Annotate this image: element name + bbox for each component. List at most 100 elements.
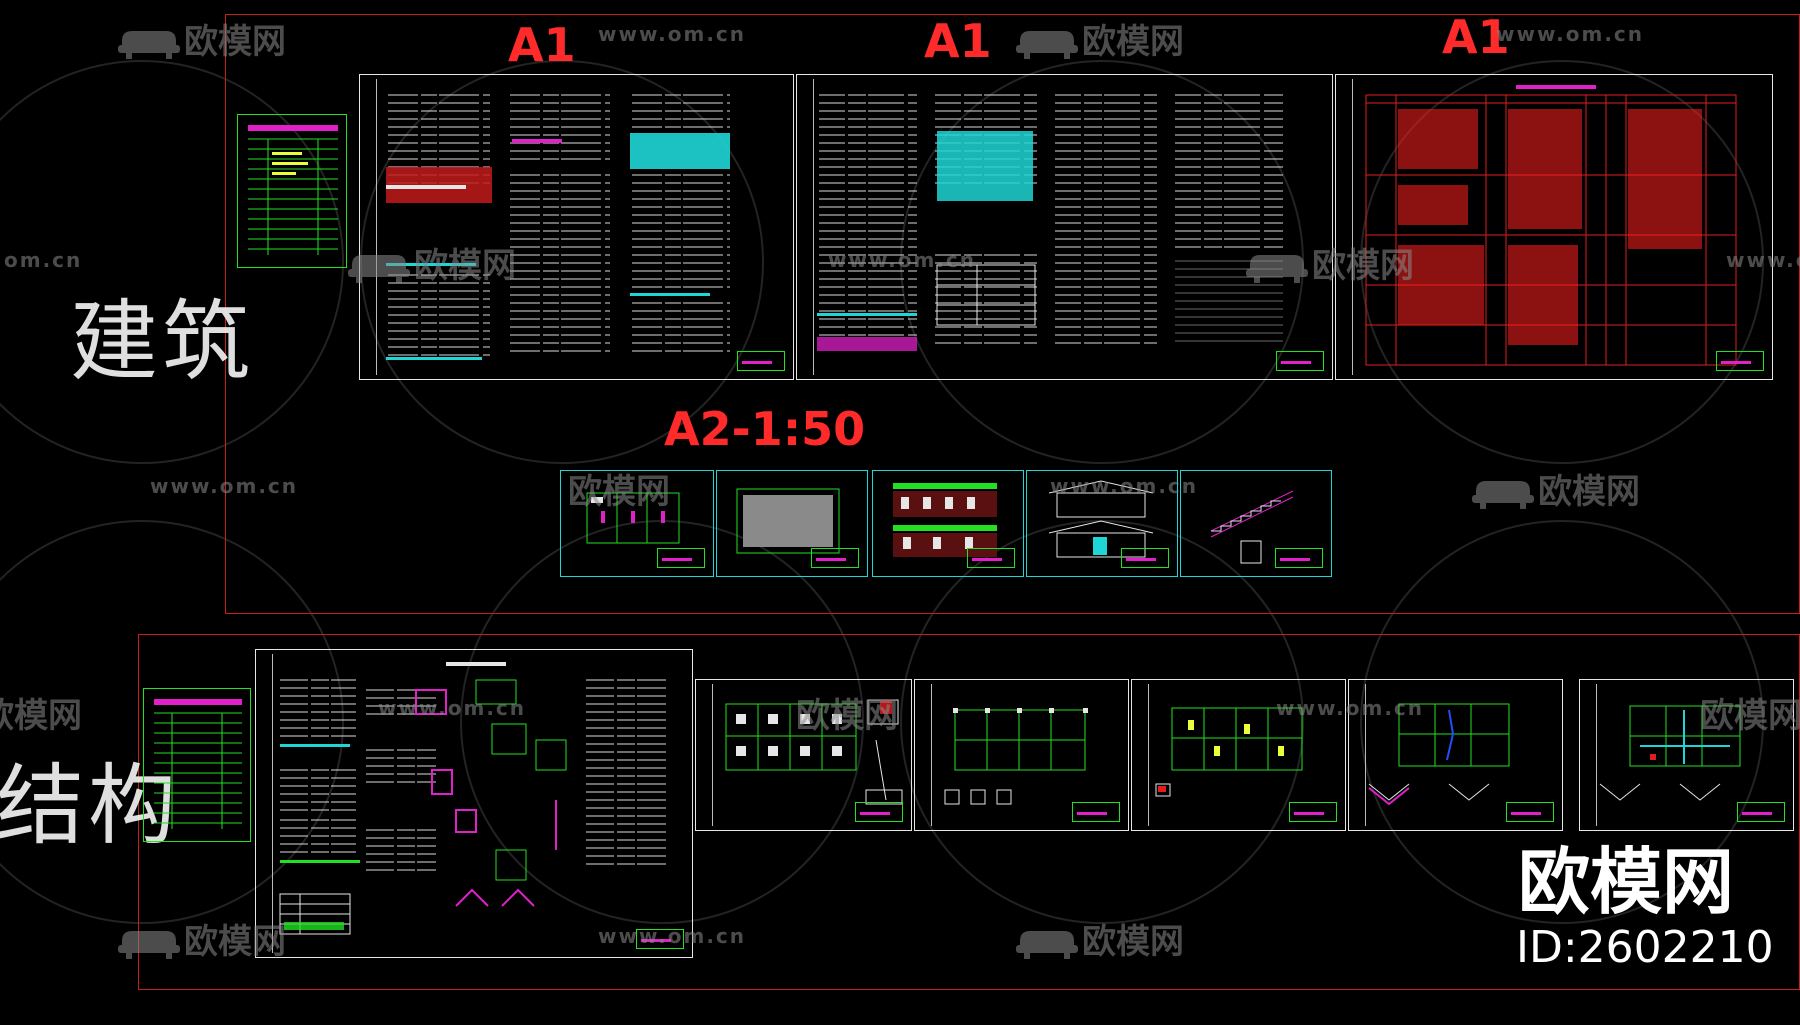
sheet-margin-strip bbox=[1584, 684, 1597, 826]
drawing-index-table-icon bbox=[248, 125, 338, 255]
sheet-title-block bbox=[855, 802, 903, 822]
sheet-margin-strip bbox=[801, 79, 814, 375]
watermark-logo-text: 欧模网 bbox=[796, 696, 898, 736]
sheet-title-block bbox=[657, 548, 705, 568]
watermark-logo-text: 欧模网 bbox=[184, 922, 286, 962]
roof-plan-graphic bbox=[736, 488, 840, 554]
watermark-url: www.om.cn bbox=[1050, 474, 1199, 498]
watermark-url: www.om.cn bbox=[1276, 696, 1425, 720]
watermark-logo: 欧模网 bbox=[1700, 688, 1800, 737]
watermark-logo-fragment: 欧模网 bbox=[0, 696, 82, 736]
sheet-title-block bbox=[1121, 548, 1169, 568]
foundation-plan-graphic bbox=[725, 699, 903, 805]
sofa-icon bbox=[1472, 480, 1534, 509]
watermark-url-fragment: www.om.cn bbox=[1726, 248, 1800, 272]
watermark-circle bbox=[1360, 520, 1764, 924]
sheet-margin-strip bbox=[919, 684, 932, 826]
column-plan-graphic bbox=[944, 708, 1088, 805]
sofa-icon bbox=[1016, 30, 1078, 59]
elevations-sheet[interactable] bbox=[872, 470, 1024, 577]
sheet-title-block bbox=[1506, 802, 1554, 822]
watermark-logo-text: 欧模网 bbox=[414, 246, 516, 286]
column-plan-sheet[interactable] bbox=[914, 679, 1129, 831]
design-notes-sheet-2[interactable] bbox=[796, 74, 1333, 380]
watermark-logo: 欧模网 bbox=[1016, 14, 1184, 63]
watermark-logo: 欧模网 bbox=[1016, 914, 1184, 963]
watermark-logo-text: 欧模网 bbox=[1700, 696, 1800, 736]
watermark-logo-text: 欧模网 bbox=[1312, 246, 1414, 286]
beam-plan-graphic bbox=[1155, 707, 1303, 797]
sheet-margin-strip bbox=[260, 654, 273, 953]
sheet-title-block bbox=[1289, 802, 1337, 822]
sheet-margin-strip bbox=[1353, 684, 1366, 826]
watermark-logo-text: 欧模网 bbox=[1082, 22, 1184, 62]
notes-text-block-graphic bbox=[817, 94, 1283, 351]
sheet-margin-strip bbox=[700, 684, 713, 826]
watermark-circle bbox=[1360, 60, 1764, 464]
sofa-icon bbox=[1016, 930, 1078, 959]
drawing-index-table-icon bbox=[154, 699, 242, 829]
structure-notes-graphic bbox=[279, 662, 666, 935]
sheet-title-block bbox=[636, 929, 684, 949]
sheet-title-block bbox=[1716, 351, 1764, 371]
watermark-logo-text: 欧模网 bbox=[184, 22, 286, 62]
roof-framing-graphic bbox=[1368, 703, 1510, 806]
watermark-logo: 欧模网 bbox=[348, 238, 516, 287]
structure-drawing-index[interactable] bbox=[143, 688, 251, 842]
watermark-url-fragment: om.cn bbox=[4, 248, 83, 272]
sofa-icon bbox=[118, 930, 180, 959]
watermark-logo: 欧模网 bbox=[1246, 238, 1414, 287]
watermark-url: www.om.cn bbox=[828, 248, 977, 272]
roof-framing-plan-sheet[interactable] bbox=[1348, 679, 1563, 831]
watermark-logo: 欧模网 bbox=[1472, 464, 1640, 513]
sections-sheet[interactable] bbox=[1026, 470, 1178, 577]
structure-notes-sheet[interactable] bbox=[255, 649, 693, 958]
sofa-icon bbox=[348, 254, 410, 283]
beam-plan-sheet[interactable] bbox=[1131, 679, 1346, 831]
floor-plan-sheet[interactable] bbox=[560, 470, 714, 577]
watermark-logo-text: 欧模网 bbox=[1538, 472, 1640, 512]
brand-id: ID:2602210 bbox=[1516, 922, 1774, 973]
watermark-logo: 欧模网 bbox=[118, 914, 286, 963]
watermark-url: www.om.cn bbox=[598, 924, 747, 948]
foundation-plan-sheet[interactable] bbox=[695, 679, 912, 831]
sheet-size-label-a1: A1 bbox=[1442, 10, 1510, 64]
stair-detail-sheet[interactable] bbox=[1180, 470, 1332, 577]
sofa-icon bbox=[118, 30, 180, 59]
watermark-logo-text: 欧模网 bbox=[568, 472, 670, 512]
watermark-logo: 欧模网 bbox=[796, 688, 898, 737]
roof-beam-graphic bbox=[1599, 705, 1741, 801]
sections-graphic bbox=[1048, 480, 1154, 558]
roof-plan-sheet[interactable] bbox=[716, 470, 868, 577]
sheet-title-block bbox=[811, 548, 859, 568]
watermark-url: www.om.cn bbox=[1496, 22, 1645, 46]
floor-plan-graphic bbox=[586, 492, 680, 544]
sheet-title-block bbox=[1275, 548, 1323, 568]
watermark-logo: 欧模网 bbox=[118, 14, 286, 63]
sheet-title-block bbox=[737, 351, 785, 371]
architecture-section-label: 建筑 bbox=[70, 290, 255, 393]
elevations-graphic bbox=[893, 483, 997, 557]
material-table-sheet[interactable] bbox=[1335, 74, 1773, 380]
brand-name: 欧模网 bbox=[1518, 840, 1735, 924]
watermark-logo-text: 欧模网 bbox=[1082, 922, 1184, 962]
watermark-url: www.om.cn bbox=[150, 474, 299, 498]
watermark-url: www.om.cn bbox=[378, 696, 527, 720]
sheet-title-block bbox=[1072, 802, 1120, 822]
sheet-title-block bbox=[1737, 802, 1785, 822]
stair-detail-graphic bbox=[1210, 490, 1294, 564]
design-notes-sheet-1[interactable] bbox=[359, 74, 794, 380]
sofa-icon bbox=[1246, 254, 1308, 283]
architecture-drawing-index[interactable] bbox=[237, 114, 347, 268]
notes-text-block-graphic bbox=[386, 94, 730, 360]
material-table-graphic bbox=[1365, 85, 1737, 366]
watermark-url: www.om.cn bbox=[598, 22, 747, 46]
sheet-margin-strip bbox=[1340, 79, 1353, 375]
structure-section-label: 结构 bbox=[0, 754, 181, 857]
roof-beam-plan-sheet[interactable] bbox=[1579, 679, 1794, 831]
sheet-size-label-a1: A1 bbox=[508, 18, 576, 72]
sheet-title-block bbox=[1276, 351, 1324, 371]
watermark-logo: 欧模网 bbox=[568, 464, 670, 513]
sheet-title-block bbox=[967, 548, 1015, 568]
